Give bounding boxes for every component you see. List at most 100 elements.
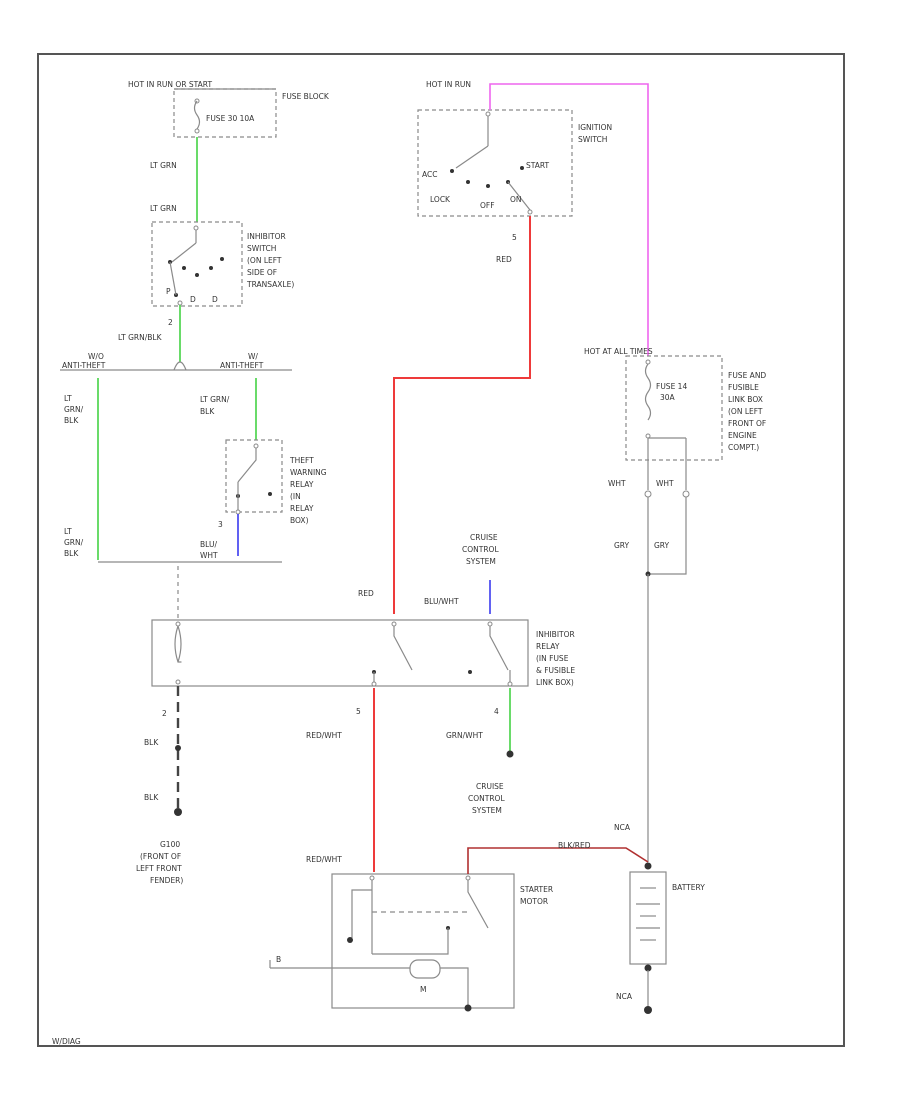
on-label: ON [510,195,522,204]
lt-grn-blk-bottom-2: GRN/ [64,538,84,547]
wo-anti-theft-2: ANTI-THEFT [62,361,106,370]
theft-warning-relay: THEFT WARNING RELAY (IN RELAY BOX) [225,439,327,525]
wht-label-2: WHT [656,479,674,488]
ground-line-3: LEFT FRONT [136,864,182,873]
ignition-switch-line-2: SWITCH [578,135,607,144]
pin-5-relay-label: 5 [356,707,361,716]
inhibitor-switch-line-3: (ON LEFT [247,256,282,265]
red-wht-label-1: RED/WHT [306,731,342,740]
starter-motor-line-1: STARTER [520,885,553,894]
wo-anti-theft-1: W/O [88,352,104,361]
ground-point [174,808,182,816]
w-anti-theft-1: W/ [248,352,258,361]
theft-relay-line-1: THEFT [289,456,314,465]
red-label-1: RED [496,255,512,264]
diagram-code: W/DIAG [52,1037,81,1046]
inhibitor-relay-line-1: INHIBITOR [536,630,575,639]
inhibitor-relay: INHIBITOR RELAY (IN FUSE & FUSIBLE LINK … [151,619,575,687]
pink-wire [489,83,649,356]
blu-wht-cruise-label: BLU/WHT [424,597,459,606]
fuse-box-line-5: FRONT OF [728,419,766,428]
red-wire [393,216,531,614]
fuse-box-line-4: (ON LEFT [728,407,763,416]
lt-grn-blk-bottom-3: BLK [64,549,79,558]
fuse-block-label: FUSE BLOCK [282,92,330,101]
acc-label: ACC [422,170,437,179]
lt-grn-blk-mid-2: BLK [200,407,215,416]
gry-label-1: GRY [614,541,630,550]
fuse-14-line-2: 30A [660,393,676,402]
cruise-bottom-line-1: CRUISE [476,782,504,791]
inhibitor-relay-line-3: (IN FUSE [536,654,569,663]
cruise-bottom-line-2: CONTROL [468,794,505,803]
ground-line-1: G100 [160,840,180,849]
theft-relay-line-2: WARNING [290,468,327,477]
nca-label-2: NCA [616,992,633,1001]
theft-relay-line-5: RELAY [290,504,314,513]
grn-wht-end [506,750,514,758]
pin-4-label: 4 [494,707,499,716]
fuse-link-box: HOT AT ALL TIMES FUSE 14 30A FUSE AND FU… [584,347,766,498]
lt-grn-blk-left-3: BLK [64,416,79,425]
lt-grn-wire-label-1: LT GRN [150,161,177,170]
fuse-14-line-1: FUSE 14 [656,382,687,391]
blu-wht-label-2: WHT [200,551,218,560]
off-label: OFF [480,201,495,210]
lt-grn-blk-left-1: LT [64,394,72,403]
pin-2-relay-label: 2 [162,709,167,718]
gry-label-2: GRY [654,541,670,550]
inhibitor-relay-line-5: LINK BOX) [536,678,574,687]
inhibitor-switch-line-1: INHIBITOR [247,232,286,241]
cruise-top-line-2: CONTROL [462,545,499,554]
lt-grn-blk-label: LT GRN/BLK [118,333,163,342]
blk-red-wire [467,847,649,874]
b-term-label: B [276,955,281,964]
ground-line-2: (FRONT OF [140,852,181,861]
grn-wht-label: GRN/WHT [446,731,483,740]
fuse-box-line-2: FUSIBLE [728,383,759,392]
lt-grn-blk-mid-1: LT GRN/ [200,395,230,404]
wht-label-1: WHT [608,479,626,488]
cruise-bottom-line-3: SYSTEM [472,806,502,815]
inhibitor-pos-a: D [190,295,196,304]
inhibitor-relay-line-4: & FUSIBLE [536,666,575,675]
inhibitor-switch: D D P INHIBITOR SWITCH (ON LEFT SIDE OF … [151,221,294,307]
lt-grn-blk-left-2: GRN/ [64,405,84,414]
starter-motor-line-2: MOTOR [520,897,548,906]
lock-label: LOCK [430,195,451,204]
theft-relay-line-6: BOX) [290,516,309,525]
blk-label-1: BLK [144,738,159,747]
hot-in-run-label: HOT IN RUN [426,80,471,89]
fuse-box-line-3: LINK BOX [728,395,763,404]
theft-relay-line-3: RELAY [290,480,314,489]
hot-in-run-or-start-label: HOT IN RUN OR START [128,80,212,89]
inhibitor-relay-line-2: RELAY [536,642,560,651]
ignition-switch-line-1: IGNITION [578,123,612,132]
pin-2-label: 2 [168,318,173,327]
inhibitor-switch-line-5: TRANSAXLE) [246,280,294,289]
starter-motor: M B STARTER MOTOR [270,873,553,1012]
ground-line-4: FENDER) [150,876,183,885]
inhibitor-pos-b: D [212,295,218,304]
red-label-2: RED [358,589,374,598]
lt-grn-blk-bottom-1: LT [64,527,72,536]
hot-at-all-times-label: HOT AT ALL TIMES [584,347,653,356]
fuse-box-line-6: ENGINE [728,431,757,440]
ignition-switch: HOT IN RUN ACC START LOCK OFF ON IGNITIO… [417,80,612,217]
inhibitor-pos-c: P [166,287,171,296]
gry-wires [647,497,687,575]
fuse-box-line-7: COMPT.) [728,443,759,452]
cruise-top-line-1: CRUISE [470,533,498,542]
blu-wht-label-1: BLU/ [200,540,217,549]
pin-3-label: 3 [218,520,223,529]
start-label: START [526,161,550,170]
fuse-30-label: FUSE 30 10A [206,114,255,123]
blk-label-2: BLK [144,793,159,802]
fuse-block: HOT IN RUN OR START FUSE 30 10A FUSE BLO… [128,80,330,138]
w-anti-theft-2: ANTI-THEFT [220,361,264,370]
motor-m-label: M [420,985,426,994]
blk-red-label: BLK/RED [558,841,591,850]
diagram-frame [37,53,845,1047]
